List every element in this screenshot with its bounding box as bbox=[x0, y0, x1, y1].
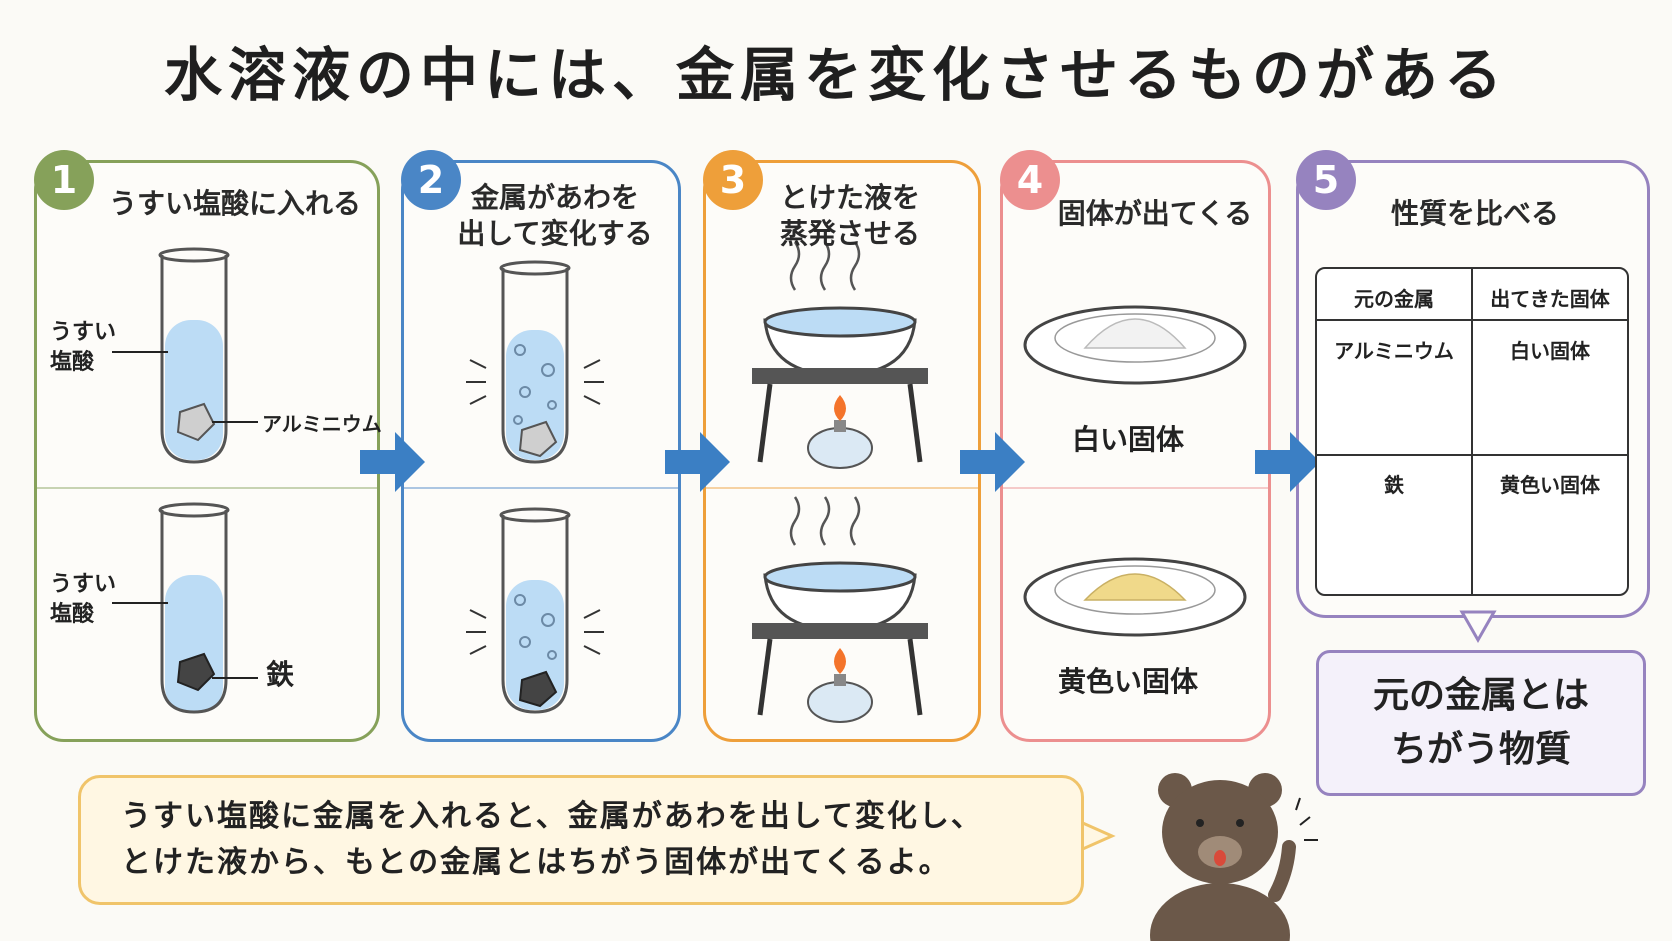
table-vline bbox=[1471, 269, 1473, 594]
table-cell-metal-1: アルミニウム bbox=[1334, 339, 1454, 363]
step5-title: 性質を比べる bbox=[1390, 197, 1559, 230]
dish-white-solid bbox=[1023, 305, 1247, 385]
evaporation-setup-top bbox=[752, 241, 928, 469]
step3-title: とけた液を 蒸発させる bbox=[779, 181, 920, 250]
step-badge-2: 2 bbox=[401, 150, 461, 210]
step1-divider bbox=[37, 487, 377, 489]
step-badge-4: 4 bbox=[1000, 150, 1060, 210]
white-solid-label: 白い固体 bbox=[1072, 423, 1185, 456]
step2-divider bbox=[404, 487, 678, 489]
speech-text: うすい塩酸に金属を入れると、金属があわを出して変化し、 とけた液から、もとの金属… bbox=[121, 799, 983, 880]
callout-pointer bbox=[1459, 610, 1497, 644]
step2-title: 金属があわを 出して変化する bbox=[457, 181, 653, 250]
table-cell-solid-2: 黄色い固体 bbox=[1500, 473, 1600, 497]
step-badge-1: 1 bbox=[34, 150, 94, 210]
step4-panel bbox=[1000, 160, 1271, 742]
page-title: 水溶液の中には、金属を変化させるものがある bbox=[163, 41, 1508, 109]
flow-arrows bbox=[360, 432, 1320, 492]
bubbling-tube-bottom bbox=[466, 507, 604, 714]
table-cell-solid-1: 白い固体 bbox=[1510, 339, 1590, 363]
step4-divider bbox=[1003, 487, 1268, 489]
comparison-table: 元の金属 出てきた固体 アルミニウム 白い固体 鉄 黄色い固体 bbox=[1315, 267, 1629, 596]
acid-label-top: うすい 塩酸 bbox=[50, 320, 117, 375]
bubbling-tube-top bbox=[466, 260, 604, 464]
table-header-metal: 元の金属 bbox=[1354, 287, 1434, 311]
test-tube-aluminum bbox=[158, 247, 230, 464]
acid-label-bottom: うすい 塩酸 bbox=[50, 572, 117, 627]
iron-label: 鉄 bbox=[266, 658, 295, 691]
evaporation-setup-bottom bbox=[752, 496, 928, 723]
table-hline-header bbox=[1317, 319, 1627, 321]
bear-character bbox=[1150, 773, 1318, 941]
table-hline-row bbox=[1317, 454, 1627, 456]
test-tube-iron bbox=[158, 502, 230, 714]
speech-bubble: うすい塩酸に金属を入れると、金属があわを出して変化し、 とけた液から、もとの金属… bbox=[78, 775, 1084, 905]
conclusion-box: 元の金属とは ちがう物質 bbox=[1316, 650, 1646, 796]
aluminum-label: アルミニウム bbox=[262, 412, 382, 436]
table-header-solid: 出てきた固体 bbox=[1490, 287, 1610, 311]
step4-title: 固体が出てくる bbox=[1057, 197, 1253, 230]
dish-yellow-solid bbox=[1023, 557, 1247, 637]
yellow-solid-label: 黄色い固体 bbox=[1058, 665, 1199, 698]
step-badge-5: 5 bbox=[1296, 150, 1356, 210]
step1-title: うすい塩酸に入れる bbox=[108, 187, 361, 220]
table-cell-metal-2: 鉄 bbox=[1384, 473, 1404, 497]
step-badge-3: 3 bbox=[703, 150, 763, 210]
step3-divider bbox=[706, 487, 978, 489]
